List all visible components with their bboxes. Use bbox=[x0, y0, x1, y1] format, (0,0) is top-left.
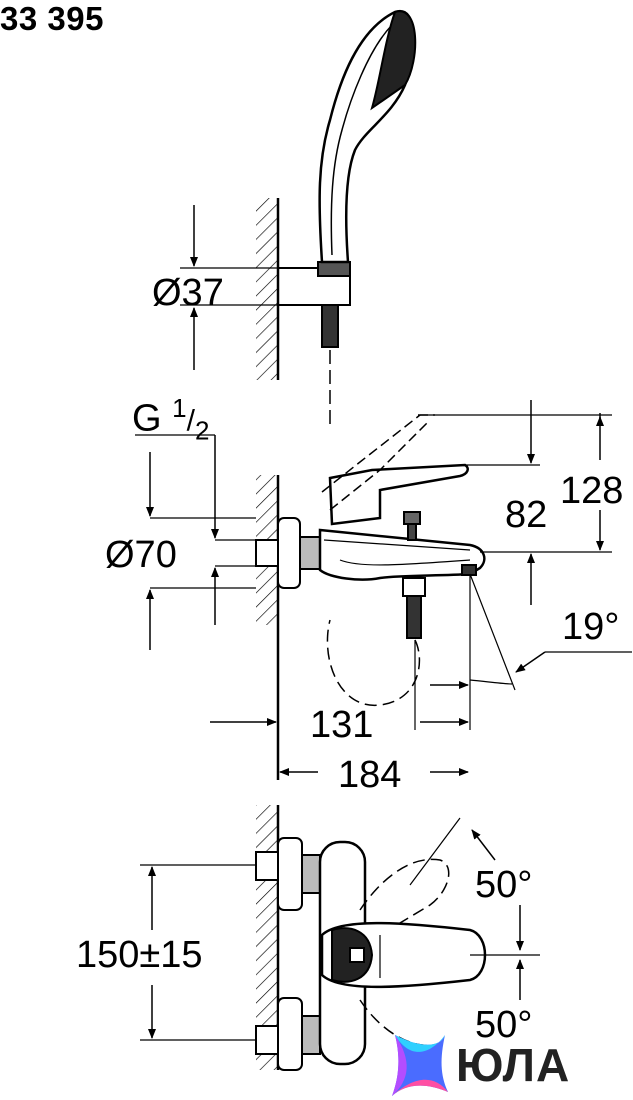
thread-den: 2 bbox=[194, 415, 210, 446]
dim-depth-131: 131 bbox=[310, 704, 374, 746]
dim-thread: G 1/2 bbox=[132, 393, 210, 446]
dim-height-128: 128 bbox=[560, 470, 624, 512]
dim-lever-angle-bottom: 50° bbox=[475, 1004, 533, 1046]
dim-depth-184: 184 bbox=[338, 754, 402, 796]
dim-lever-angle-top: 50° bbox=[475, 864, 533, 906]
yula-logo-icon bbox=[392, 1035, 448, 1096]
mixer-front-view bbox=[140, 805, 540, 1071]
dim-handle-diameter: Ø37 bbox=[152, 272, 224, 314]
model-number: 33 395 bbox=[0, 0, 104, 37]
dim-height-82: 82 bbox=[505, 494, 548, 536]
dim-centers: 150±15 bbox=[76, 934, 203, 976]
mixer-side-view bbox=[135, 400, 632, 780]
dim-spout-angle: 19° bbox=[562, 606, 620, 648]
dim-body-diameter: Ø70 bbox=[105, 534, 177, 576]
watermark-text: ЮЛА bbox=[456, 1039, 571, 1091]
thread-g: G bbox=[132, 397, 162, 440]
thread-num: 1 bbox=[172, 393, 187, 423]
handshower-view bbox=[180, 9, 417, 430]
